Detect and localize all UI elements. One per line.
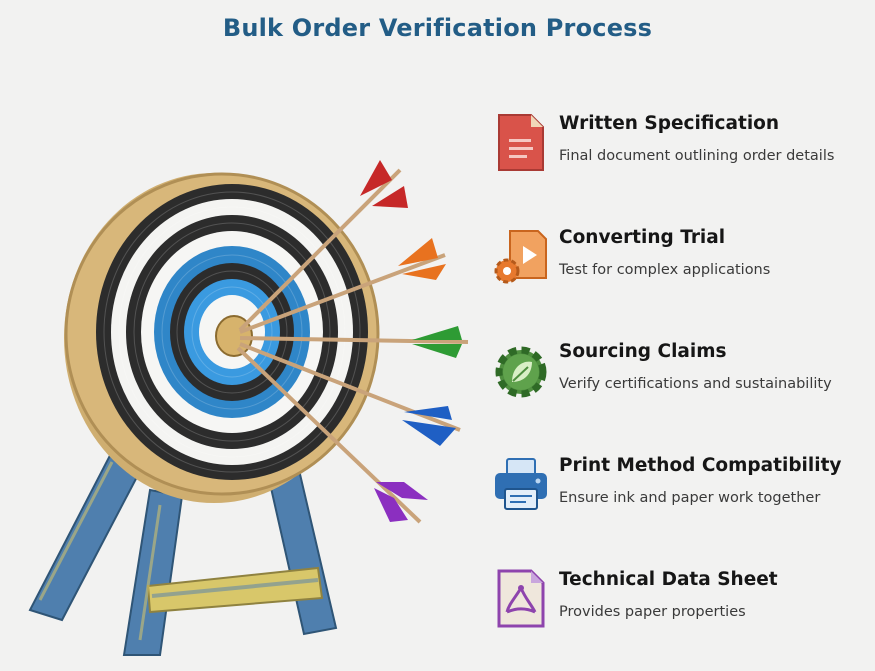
step-heading: Sourcing Claims [559, 341, 727, 362]
purple-arrow [236, 346, 428, 524]
step-description: Provides paper properties [559, 604, 746, 620]
green-arrow [239, 326, 469, 358]
gear-play-icon [494, 230, 547, 284]
step-description: Test for complex applications [559, 262, 771, 278]
step-description: Verify certifications and sustainability [559, 376, 832, 392]
step-technical-data-sheet: Technical Data Sheet Provides paper prop… [492, 568, 867, 638]
step-converting-trial: Converting Trial Test for complex applic… [492, 226, 867, 296]
step-sourcing-claims: Sourcing Claims Verify certifications an… [492, 340, 867, 410]
red-arrow [238, 160, 408, 332]
data-sheet-icon [497, 569, 545, 628]
blue-arrow [239, 342, 461, 446]
page-title: Bulk Order Verification Process [222, 14, 653, 42]
step-heading: Technical Data Sheet [559, 569, 778, 590]
step-heading: Print Method Compatibility [559, 455, 842, 476]
arrows [236, 160, 469, 524]
step-written-specification: Written Specification Final document out… [492, 112, 867, 182]
printer-icon [495, 458, 547, 510]
orange-arrow [239, 238, 446, 334]
step-description: Final document outlining order details [559, 148, 835, 164]
step-description: Ensure ink and paper work together [559, 490, 821, 506]
step-heading: Written Specification [559, 113, 780, 134]
step-heading: Converting Trial [559, 227, 726, 248]
document-icon [498, 114, 544, 171]
step-print-method-compatibility: Print Method Compatibility Ensure ink an… [492, 454, 867, 524]
leaf-gear-icon [495, 346, 547, 398]
